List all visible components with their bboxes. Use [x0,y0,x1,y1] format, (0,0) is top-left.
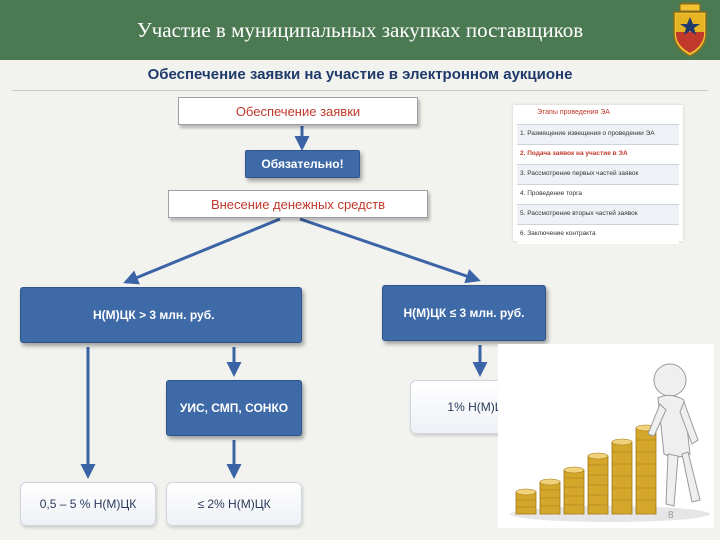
header-bar: Участие в муниципальных закупках поставщ… [0,0,720,60]
stage-item: 5. Рассмотрение вторых частей заявок [517,204,679,224]
divider [12,90,708,91]
stage-item: 4. Проведение торга [517,184,679,204]
security-box: Обеспечение заявки [178,97,418,125]
stages-title: Этапы проведения ЭА [537,109,610,116]
slide-subtitle: Обеспечение заявки на участие в электрон… [147,66,573,83]
mandatory-box: Обязательно! [245,150,360,178]
page-title: Участие в муниципальных закупках поставщ… [136,18,584,42]
arrow-deposit-right [299,217,481,284]
coin-stacks-figure-illustration [498,344,714,528]
half-to-five-percent-box: 0,5 – 5 % Н(М)ЦК [20,482,156,526]
stage-item: 6. Заключение контракта [517,224,679,244]
nmck-under-3m-box: Н(М)ЦК ≤ 3 млн. руб. [382,285,546,341]
stage-item-active: 2. Подача заявок на участие в ЭА [517,144,679,164]
coat-of-arms-icon [673,2,707,57]
auction-stages-panel: Этапы проведения ЭА 1. Размещение извеще… [513,105,683,244]
arrow-deposit-left [123,217,281,285]
stage-item: 3. Рассмотрение первых частей заявок [517,164,679,184]
uis-smp-sonko-box: УИС, СМП, СОНКО [166,380,302,436]
stage-item: 1. Размещение извещения о проведении ЭА [517,124,679,144]
deposit-box: Внесение денежных средств [168,190,428,218]
two-percent-box: ≤ 2% Н(М)ЦК [166,482,302,526]
page-number: 8 [668,510,674,521]
nmck-over-3m-box: Н(М)ЦК > 3 млн. руб. [20,287,302,343]
